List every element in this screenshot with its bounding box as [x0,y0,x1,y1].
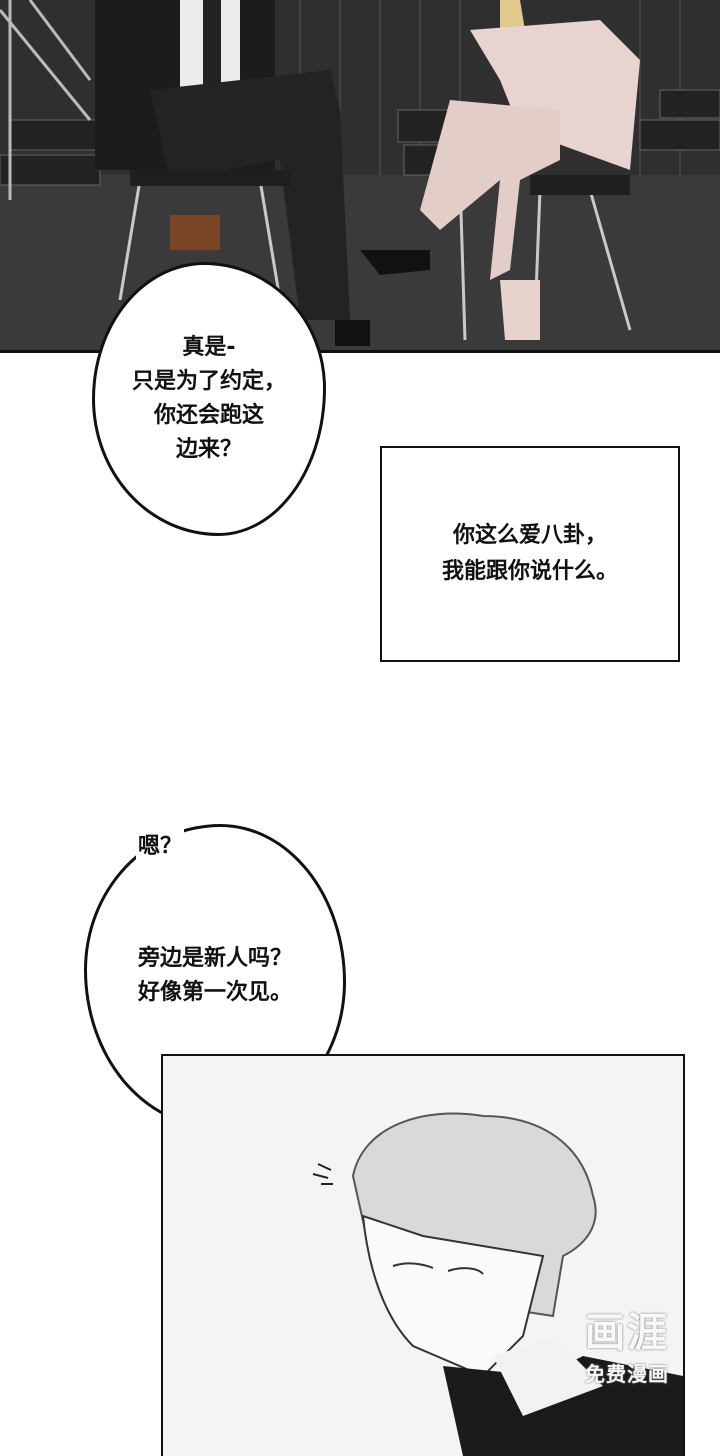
character-portrait-illustration [163,1056,683,1456]
watermark-logo: 画涯 [585,1310,669,1356]
watermark: 画涯 免费漫画 [562,1300,692,1387]
speech-bubble-middle-text: 旁边是新人吗？ 好像第一次见。 [137,946,292,1005]
narration-box-text: 你这么爱八卦， 我能跟你说什么。 [441,523,618,584]
watermark-subtitle: 免费漫画 [585,1362,669,1386]
office-scene-illustration [0,0,720,350]
speech-bubble-top: 真是- 只是为了约定， 你还会跑这 边来？ [92,262,326,536]
sound-effect-text: 嗯？ [136,828,185,860]
bottom-panel-character [161,1054,685,1456]
narration-box: 你这么爱八卦， 我能跟你说什么。 [380,446,680,662]
speech-bubble-top-text: 真是- 只是为了约定， 你还会跑这 边来？ [131,335,286,462]
top-panel-office-scene [0,0,720,353]
